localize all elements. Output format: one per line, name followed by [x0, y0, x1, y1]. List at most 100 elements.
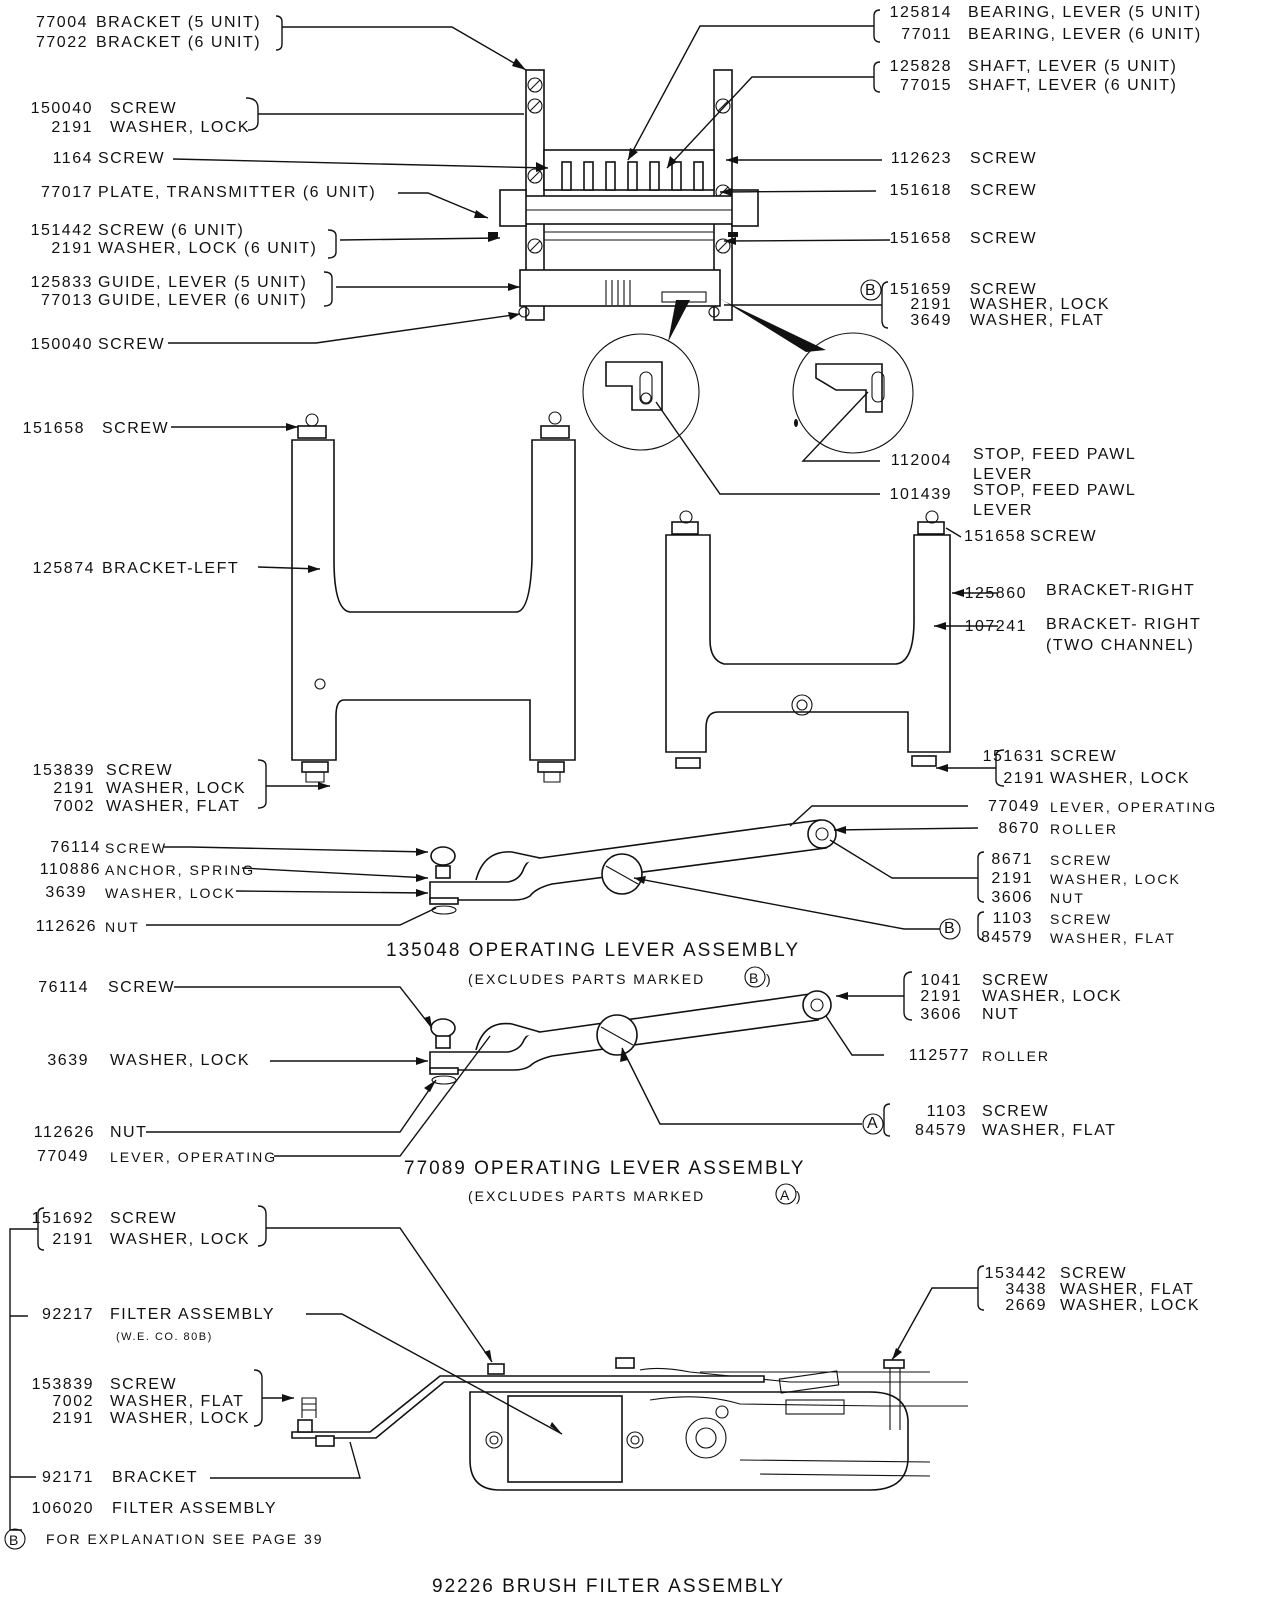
part-number: 2669 — [1005, 1297, 1047, 1314]
part-description: (TWO CHANNEL) — [1046, 637, 1195, 654]
part-number: 2191 — [991, 870, 1033, 887]
part-number: 151631 — [982, 748, 1045, 765]
part-description: (W.E. CO. 80B) — [116, 1331, 213, 1343]
part-number: 151618 — [889, 182, 952, 199]
part-description: SHAFT, LEVER (5 UNIT) — [968, 58, 1178, 75]
part-description: NUT — [1050, 890, 1085, 906]
part-description: BEARING, LEVER (5 UNIT) — [968, 4, 1202, 21]
part-number: 77017 — [41, 184, 93, 201]
part-number: 151658 — [889, 230, 952, 247]
excludes-a-close: ) — [796, 1188, 803, 1204]
part-description: SCREW — [1060, 1265, 1128, 1282]
part-description: STOP, FEED PAWL — [973, 446, 1137, 463]
part-description: BEARING, LEVER (6 UNIT) — [968, 26, 1202, 43]
part-number: 151442 — [30, 222, 93, 239]
transmitter-lever-assembly — [488, 69, 759, 321]
part-description: SCREW — [982, 972, 1050, 989]
part-description: WASHER, LOCK — [970, 296, 1111, 313]
part-number: 107241 — [964, 618, 1027, 635]
part-number: 8670 — [998, 820, 1040, 837]
part-description: SCREW — [108, 979, 176, 996]
part-number: 150040 — [30, 100, 93, 117]
part-description: SCREW — [970, 281, 1038, 298]
part-description: WASHER, LOCK — [110, 1410, 251, 1427]
part-number: 3438 — [1005, 1281, 1047, 1298]
part-number: 3639 — [45, 884, 87, 901]
part-number: 151658 — [964, 528, 1027, 545]
part-number: 106020 — [31, 1500, 94, 1517]
leader-arrowheads — [282, 58, 964, 1434]
footnote: FOR EXPLANATION SEE PAGE 39 — [46, 1531, 324, 1547]
part-number: 112626 — [35, 918, 97, 935]
part-number: 92171 — [42, 1469, 94, 1486]
part-description: LEVER — [973, 502, 1033, 519]
part-description: WASHER, LOCK — [110, 1052, 251, 1069]
part-description: GUIDE, LEVER (5 UNIT) — [98, 274, 308, 291]
part-description: WASHER, LOCK — [110, 119, 251, 136]
leader-lines — [9, 9, 1005, 1531]
assembly-135048-caption: 135048 OPERATING LEVER ASSEMBLY — [386, 940, 801, 961]
part-description: NUT — [105, 919, 140, 935]
marker-b: B — [9, 1532, 21, 1548]
part-description: WASHER, LOCK — [106, 780, 247, 797]
part-number: 112577 — [908, 1047, 970, 1064]
part-description: WASHER, LOCK — [1050, 871, 1181, 887]
excludes-b-close: ) — [766, 971, 773, 987]
part-description: BRACKET (5 UNIT) — [96, 14, 262, 31]
part-number: 125874 — [32, 560, 95, 577]
part-description: WASHER, LOCK — [105, 885, 236, 901]
part-description: SCREW — [98, 336, 166, 353]
part-description: WASHER, FLAT — [110, 1393, 245, 1410]
marker-b: B — [749, 970, 761, 986]
part-number: 153442 — [984, 1265, 1047, 1282]
part-number: 8671 — [991, 851, 1033, 868]
part-description: WASHER, FLAT — [982, 1122, 1117, 1139]
marker-a: A — [867, 1115, 880, 1132]
part-description: SCREW — [98, 150, 166, 167]
part-number: 77011 — [901, 26, 952, 43]
part-description: BRACKET- RIGHT — [1046, 616, 1202, 633]
part-number: 2191 — [53, 780, 95, 797]
part-description: WASHER, LOCK — [1060, 1297, 1201, 1314]
part-number: 77049 — [988, 798, 1040, 815]
part-description: SCREW — [110, 1210, 178, 1227]
part-number: 3639 — [47, 1052, 89, 1069]
part-number: 2191 — [52, 1410, 94, 1427]
part-number: 3649 — [910, 312, 952, 329]
part-description: LEVER, OPERATING — [110, 1149, 278, 1165]
part-description: SHAFT, LEVER (6 UNIT) — [968, 77, 1178, 94]
part-number: 84579 — [915, 1122, 967, 1139]
part-number: 7002 — [53, 798, 95, 815]
part-description: WASHER, LOCK (6 UNIT) — [98, 240, 318, 257]
part-number: 101439 — [889, 486, 952, 503]
part-description: ROLLER — [982, 1048, 1051, 1064]
excludes-a-note: (EXCLUDES PARTS MARKED — [468, 1188, 706, 1204]
part-description: GUIDE, LEVER (6 UNIT) — [98, 292, 308, 309]
part-number: 151659 — [889, 281, 952, 298]
part-description: SCREW — [970, 182, 1038, 199]
part-description: SCREW — [970, 150, 1038, 167]
assembly-92226-caption: 92226 BRUSH FILTER ASSEMBLY — [432, 1576, 786, 1597]
part-number: 1103 — [992, 910, 1033, 927]
part-description: SCREW — [1050, 852, 1113, 868]
part-description: SCREW — [970, 230, 1038, 247]
part-description: SCREW — [102, 420, 170, 437]
part-description: NUT — [982, 1006, 1020, 1023]
bracket-right-drawing — [665, 510, 951, 769]
part-description: SCREW — [1050, 748, 1118, 765]
part-description: WASHER, LOCK — [982, 988, 1123, 1005]
part-number: 153839 — [32, 762, 95, 779]
assembly-77089-caption: 77089 OPERATING LEVER ASSEMBLY — [404, 1158, 806, 1179]
part-description: SCREW (6 UNIT) — [98, 222, 245, 239]
part-number: 76114 — [38, 979, 89, 996]
part-description: PLATE, TRANSMITTER (6 UNIT) — [98, 184, 377, 201]
part-description: SCREW — [110, 100, 178, 117]
part-number: 77004 — [36, 14, 88, 31]
part-number: 151658 — [22, 420, 85, 437]
part-description: SCREW — [110, 1376, 178, 1393]
marker-a: A — [780, 1187, 792, 1203]
part-number: 1164 — [52, 150, 93, 167]
part-description: FILTER ASSEMBLY — [112, 1500, 278, 1517]
marker-b: B — [865, 282, 878, 299]
